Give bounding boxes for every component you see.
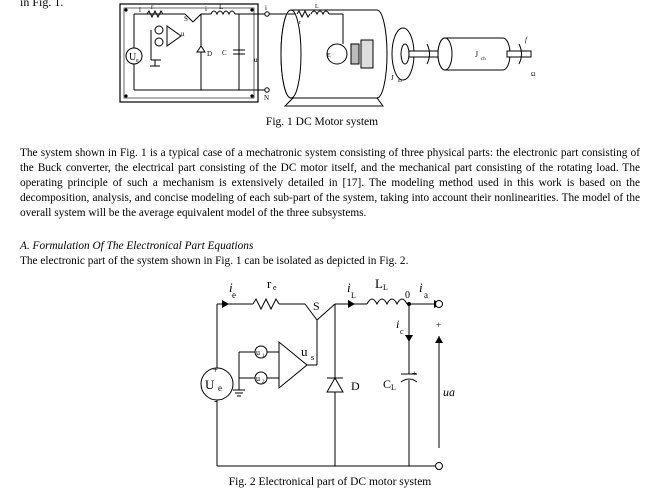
omega-label: Ω: [531, 72, 536, 78]
ua-plus-sign: +: [436, 320, 441, 330]
ic-label-fig2: i: [396, 317, 399, 331]
ic-sub-label-fig2: c: [400, 327, 404, 336]
u1-label: u: [256, 348, 260, 357]
cl-label-fig2: C: [383, 377, 391, 391]
source-minus-sign: -: [214, 396, 217, 407]
back-emf-source: [326, 43, 348, 65]
re-label-fig2: r: [267, 276, 272, 291]
switch-label-fig1: S: [184, 15, 188, 23]
u2-sub-label: 2: [262, 380, 265, 385]
figure-2-diagram: U e + - u 1 u 2 u s D i e r e S i L L L …: [200, 276, 455, 470]
ll-label-fig1: L: [219, 3, 223, 11]
us-label-fig2: u: [301, 344, 308, 359]
re-sub-label-fig2: e: [273, 283, 277, 292]
diode-label-fig2: D: [351, 379, 360, 393]
jch-sub-label: ch: [481, 57, 486, 62]
ie-label-fig2: i: [229, 280, 233, 295]
friction-label: f: [525, 36, 528, 44]
node-zero-label: 0: [405, 290, 410, 301]
ua-label-fig1: u: [254, 56, 258, 64]
u2-label: u: [256, 374, 260, 383]
ll-label-fig2: L: [375, 276, 383, 291]
diode-symbol: [326, 376, 344, 393]
ie-sub-label-fig2: e: [232, 290, 236, 300]
ua-label-fig2: ua: [443, 385, 455, 399]
ia-label-fig1: i: [265, 4, 267, 12]
us-sub-label-fig2: s: [311, 353, 314, 362]
cl-sub-label-fig2: L: [391, 383, 396, 392]
converter-board: [119, 3, 259, 103]
ue-label: U: [129, 52, 137, 63]
jm-label: J: [391, 74, 394, 82]
u1-source: [254, 345, 268, 359]
figure-2-caption: Fig. 2 Electronical part of DC motor sys…: [228, 476, 432, 488]
ue-sub-label-fig2: e: [218, 383, 222, 393]
node-n-label-fig1: N: [264, 94, 269, 102]
jch-label: J: [475, 50, 478, 59]
il-label-fig2: i: [347, 280, 351, 295]
figure-1-caption: Fig. 1 DC Motor system: [265, 116, 379, 128]
emf-label: E: [327, 53, 331, 59]
ie-label-fig1: i: [139, 6, 141, 14]
ue-source-fig2: [200, 367, 234, 401]
us-label-fig1: u: [181, 30, 185, 38]
ia-sub-label-fig2: a: [424, 290, 428, 300]
section-heading-a: A. Formulation Of The Electronical Part …: [20, 240, 254, 252]
diode-label-fig1: D: [207, 50, 212, 58]
intro-sentence: The electronic part of the system shown …: [20, 255, 409, 267]
la-label: L: [315, 4, 319, 10]
previous-text-fragment: in Fig. 1.: [20, 0, 64, 9]
jm-sub-label: m: [398, 79, 402, 84]
body-paragraph: The system shown in Fig. 1 is a typical …: [20, 147, 640, 219]
il-sub-label-fig2: L: [351, 291, 356, 300]
re-label-fig1: r: [151, 3, 154, 11]
u2-source: [254, 371, 268, 385]
ll-sub-label-fig2: L: [383, 283, 388, 292]
il-label-fig1: i: [205, 5, 207, 13]
u1-sub-label: 1: [262, 354, 265, 359]
switch-label-fig2: S: [313, 299, 320, 313]
ra-label: r: [299, 20, 301, 26]
source-plus-sign: +: [213, 365, 218, 375]
ue-label-fig2: U: [205, 377, 215, 392]
cl-label-fig1: C: [222, 49, 227, 57]
cap-plus-sign: +: [412, 369, 417, 378]
ia-label-fig2: i: [419, 280, 423, 295]
ue-sub-label: e: [136, 58, 139, 64]
comparator-symbol: [278, 340, 308, 390]
figure-1-diagram: U e i r S u i L D C u N i r L E J: [119, 3, 536, 107]
